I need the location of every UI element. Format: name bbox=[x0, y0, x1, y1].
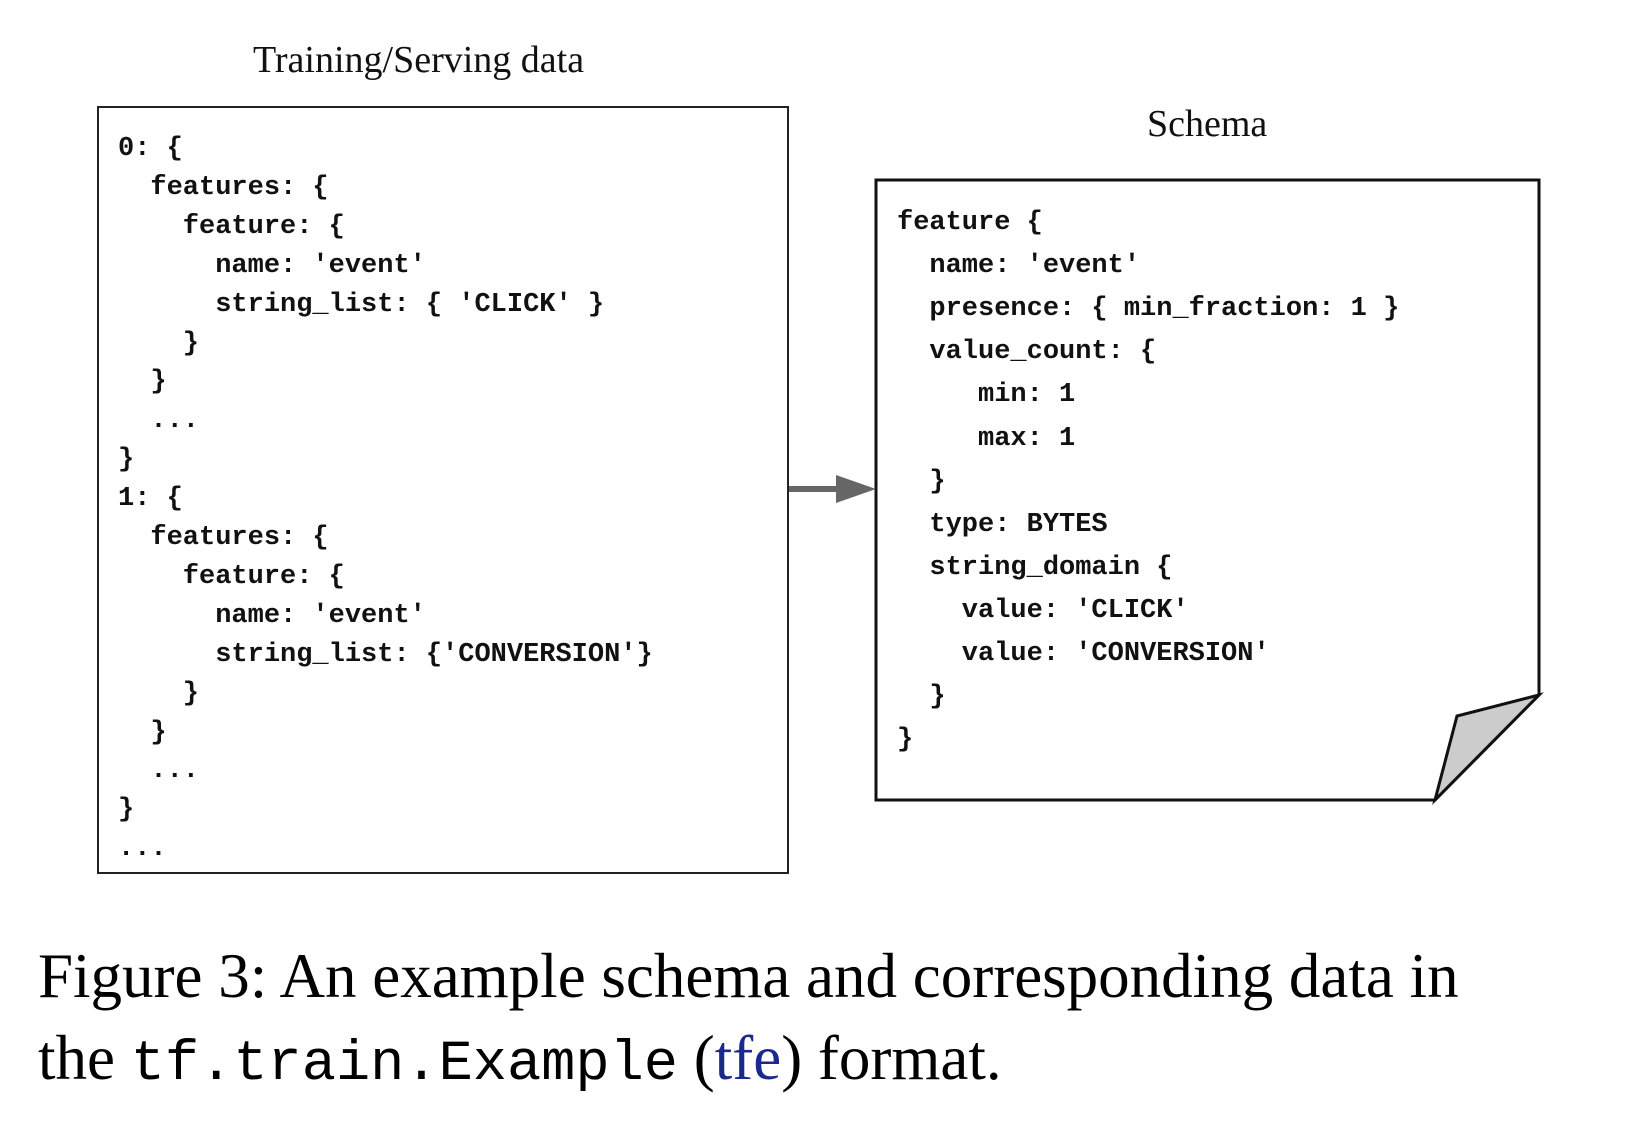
schema-page-fold bbox=[1432, 692, 1544, 806]
training-data-code-line: string_list: { 'CLICK' } bbox=[118, 289, 605, 320]
schema-title: Schema bbox=[1147, 103, 1268, 145]
training-data-code-line: features: { bbox=[118, 172, 329, 203]
training-data-code-line: name: 'event' bbox=[118, 600, 426, 631]
training-data-code-line: ... bbox=[118, 834, 167, 865]
caption-code: tf.train.Example bbox=[130, 1033, 679, 1097]
arrow-head bbox=[836, 475, 876, 503]
schema-code-line: } bbox=[897, 466, 946, 497]
schema-code-line: } bbox=[897, 725, 914, 756]
training-data-code-line: } bbox=[118, 328, 200, 359]
schema-code-line: value_count: { bbox=[897, 337, 1157, 368]
caption-the: the bbox=[38, 1023, 131, 1093]
schema-code-line: } bbox=[897, 682, 946, 713]
training-data-code-line: } bbox=[118, 367, 167, 398]
figure-caption-line-1: Figure 3: An example schema and correspo… bbox=[38, 945, 1459, 1008]
schema-code-line: string_domain { bbox=[897, 552, 1173, 583]
training-data-code-line: ... bbox=[118, 406, 200, 437]
training-data-box bbox=[97, 106, 789, 874]
caption-text: Figure 3: An example schema and correspo… bbox=[38, 941, 1459, 1011]
caption-open-paren: ( bbox=[678, 1023, 715, 1093]
training-data-code-line: string_list: {'CONVERSION'} bbox=[118, 639, 653, 670]
schema-code-line: min: 1 bbox=[897, 380, 1076, 411]
training-data-code-line: } bbox=[118, 678, 200, 709]
schema-code-line: presence: { min_fraction: 1 } bbox=[897, 294, 1400, 325]
training-serving-data-title: Training/Serving data bbox=[253, 39, 585, 81]
schema-code-line: type: BYTES bbox=[897, 509, 1108, 540]
training-data-code-line: feature: { bbox=[118, 561, 345, 592]
training-data-code-line: feature: { bbox=[118, 211, 345, 242]
training-data-code-line: 1: { bbox=[118, 484, 183, 515]
training-data-code-line: } bbox=[118, 717, 167, 748]
schema-code-line: name: 'event' bbox=[897, 251, 1141, 282]
training-data-code-line: ... bbox=[118, 756, 200, 787]
training-data-code-line: 0: { bbox=[118, 134, 183, 164]
schema-code-line: max: 1 bbox=[897, 423, 1076, 454]
schema-code-line: value: 'CLICK' bbox=[897, 595, 1189, 626]
caption-end: ) format. bbox=[781, 1023, 1002, 1093]
training-data-code-line: name: 'event' bbox=[118, 250, 426, 281]
training-data-code-line: } bbox=[118, 445, 135, 476]
figure-caption-line-2: the tf.train.Example (tfe) format. bbox=[38, 1027, 1002, 1094]
caption-tfe-link[interactable]: tfe bbox=[714, 1023, 782, 1093]
training-data-code-line: } bbox=[118, 795, 135, 826]
training-data-code-line: features: { bbox=[118, 523, 329, 553]
schema-code-line: feature { bbox=[897, 208, 1043, 238]
schema-code-line: value: 'CONVERSION' bbox=[897, 639, 1270, 669]
